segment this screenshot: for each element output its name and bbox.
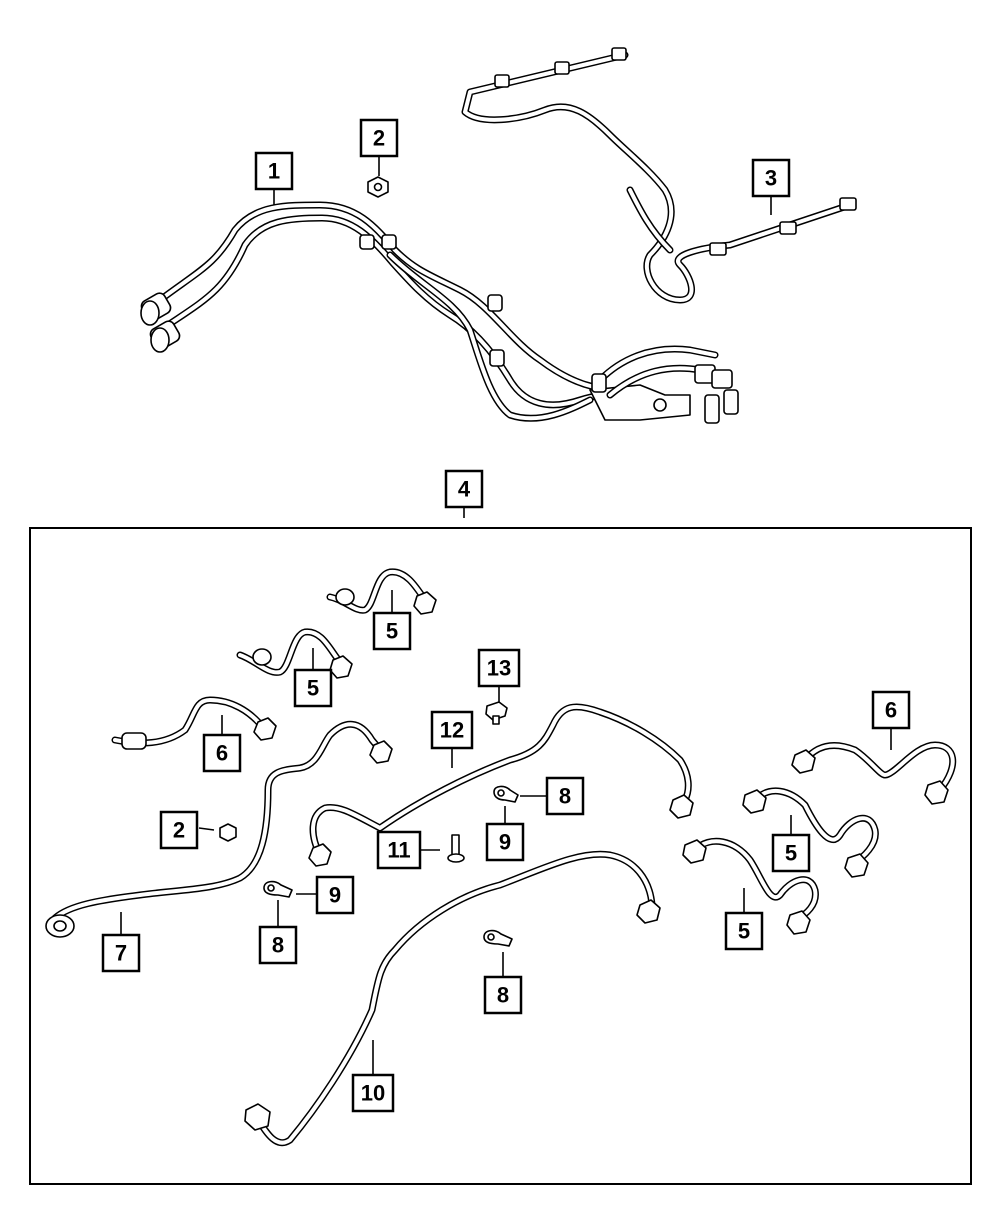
svg-text:2: 2 [373,126,385,151]
svg-text:5: 5 [386,619,398,644]
callout-13: 13 [477,648,521,688]
injector-line-part-5 [742,787,879,878]
callout-7: 7 [101,933,141,973]
callout-5: 5 [724,911,764,951]
callout-6: 6 [871,690,911,730]
injector-line-part-6 [111,696,277,750]
callout-2: 2 [159,810,199,850]
quick-connect-fitting [140,292,181,353]
injector-line-part-5 [682,837,819,935]
injector-line-part-12 [308,703,694,867]
svg-text:10: 10 [361,1081,385,1106]
svg-text:8: 8 [497,983,509,1008]
kit-4-frame [29,527,972,1185]
vent-tube-assembly-part-3 [461,47,857,304]
fuel-tube-assembly-part-1 [140,201,739,424]
callout-10: 10 [351,1073,395,1113]
callout-6: 6 [202,733,242,773]
harness-clip [494,47,857,256]
clamp-part-8 [493,785,519,803]
callout-9: 9 [485,822,525,862]
callout-1: 1 [254,151,294,191]
svg-text:7: 7 [115,941,127,966]
svg-text:9: 9 [499,830,511,855]
svg-text:6: 6 [216,741,228,766]
callout-9: 9 [315,875,355,915]
nut-part-2 [367,176,389,198]
svg-text:6: 6 [885,698,897,723]
clamp-part-8 [483,929,513,947]
callout-5: 5 [372,611,412,651]
injector-line-part-10 [244,850,661,1146]
callout-4: 4 [444,469,484,509]
svg-text:5: 5 [785,841,797,866]
callout-12: 12 [430,710,474,750]
injector-line-part-5 [326,568,437,615]
callout-5: 5 [771,833,811,873]
bolt-part-13 [485,701,508,725]
svg-text:11: 11 [387,838,410,863]
injector-line-part-5 [236,628,353,679]
svg-text:12: 12 [440,718,464,743]
callout-2: 2 [359,118,399,158]
svg-text:5: 5 [738,919,750,944]
leader-lines [120,156,892,1075]
callout-8: 8 [258,925,298,965]
tube-clip [359,234,505,367]
svg-text:8: 8 [559,784,571,809]
svg-text:5: 5 [307,676,319,701]
clamp-part-8 [263,880,293,898]
callout-8: 8 [483,975,523,1015]
injector-line-part-7 [45,720,393,938]
svg-text:9: 9 [329,883,341,908]
callout-3: 3 [751,158,791,198]
stud-part-11 [447,834,465,863]
svg-text:1: 1 [268,159,280,184]
callout-11: 11 [376,830,422,870]
injector-line-part-6 [791,741,957,805]
nut-part-2 [219,823,237,842]
svg-text:8: 8 [272,933,284,958]
svg-text:13: 13 [487,656,511,681]
svg-text:4: 4 [458,477,471,502]
callout-5: 5 [293,668,333,708]
svg-text:2: 2 [173,818,185,843]
svg-text:3: 3 [765,166,777,191]
fuel-rail-bracket [589,345,739,424]
callout-8: 8 [545,776,585,816]
